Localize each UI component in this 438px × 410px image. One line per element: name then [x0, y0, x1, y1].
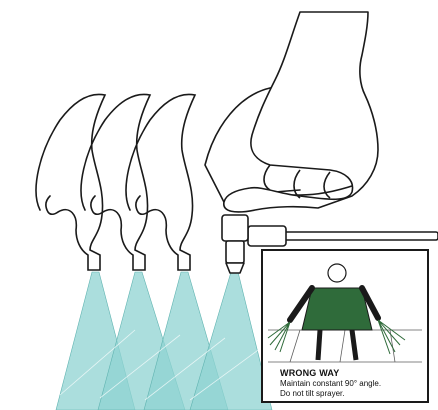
spray-cones	[56, 272, 272, 410]
sprayer-nozzle-tip	[226, 263, 244, 273]
inset-title: WRONG WAY	[280, 369, 339, 378]
ghost-sprayer-1	[36, 94, 105, 270]
inset-caption-line-1: Maintain constant 90° angle.	[280, 380, 381, 388]
inset-shirt	[302, 288, 372, 330]
sprayer-valve	[222, 215, 248, 241]
ghost-sprayer-outlines	[36, 94, 195, 270]
sprayer-fitting	[248, 226, 286, 246]
inset-caption-line-2: Do not tilt sprayer.	[280, 390, 344, 398]
sprayer-nozzle-body	[226, 241, 244, 263]
